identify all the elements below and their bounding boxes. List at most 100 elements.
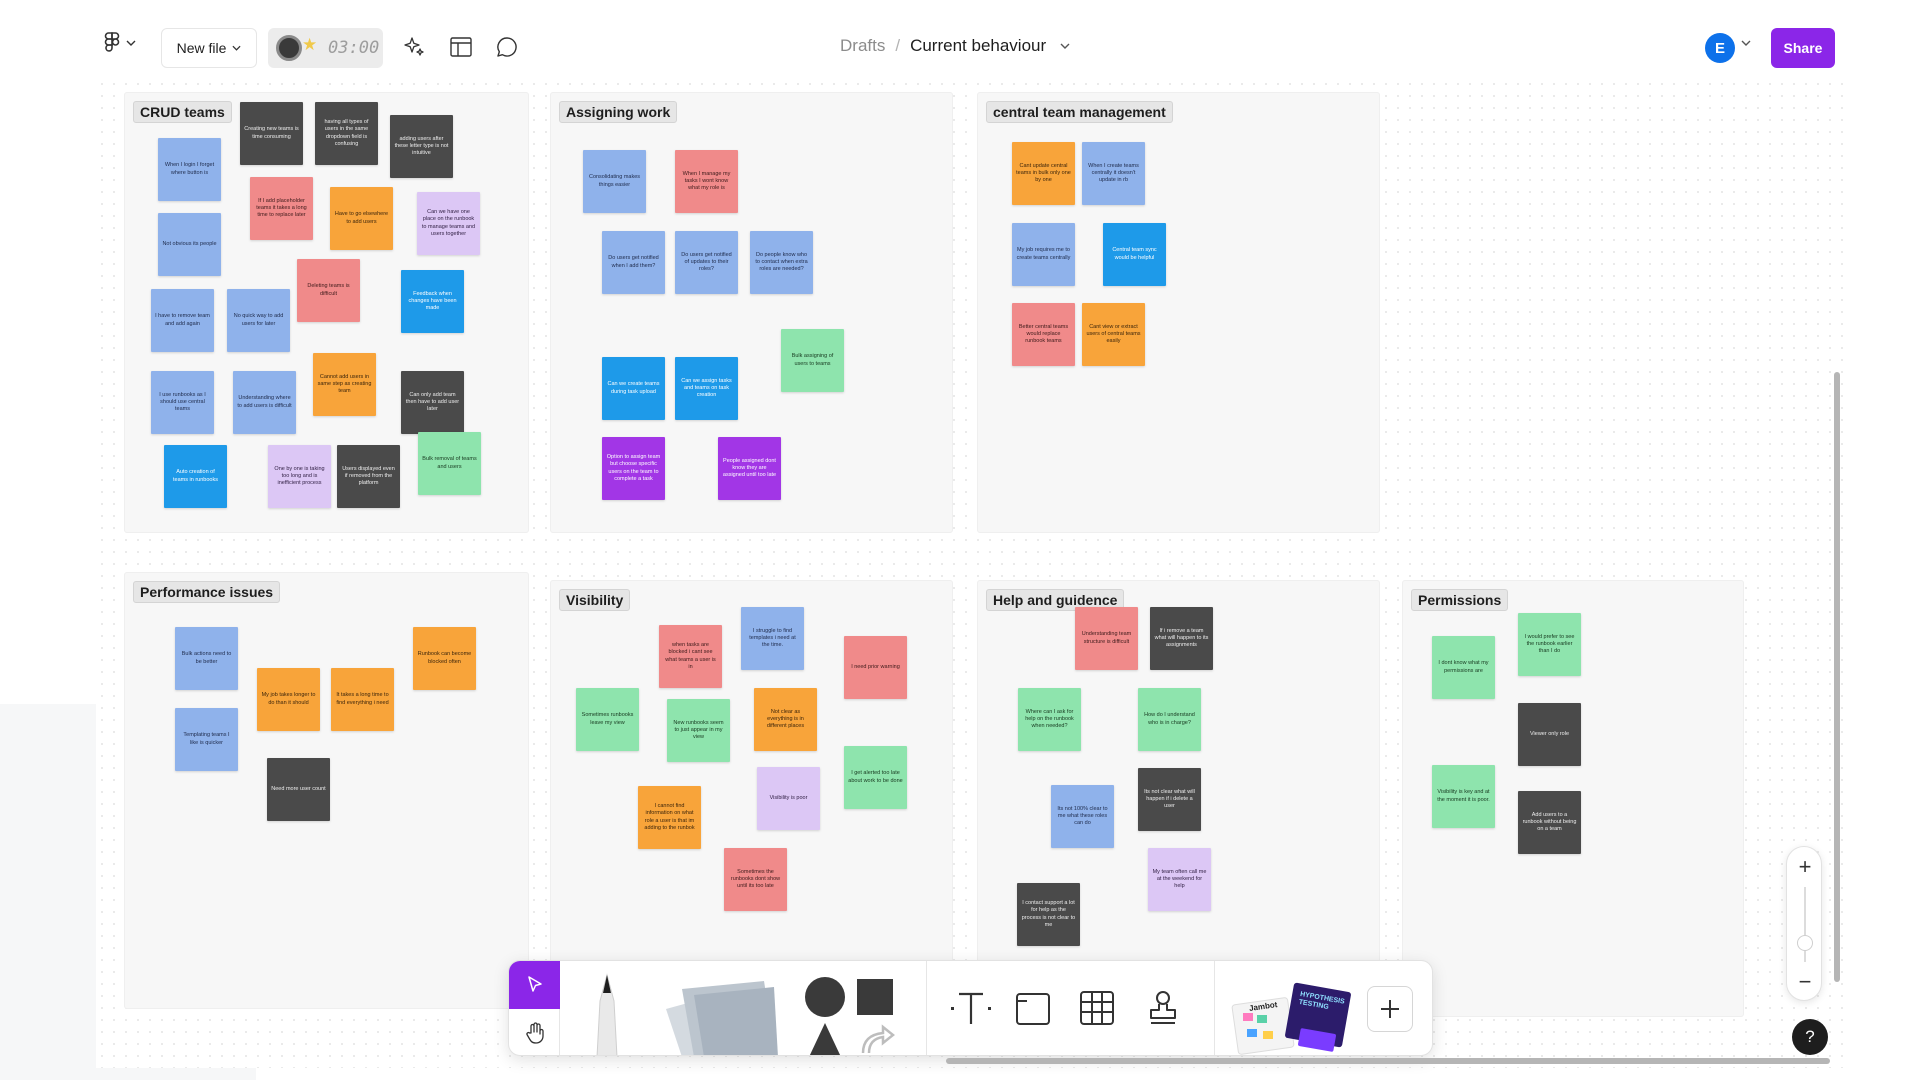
sticky-note[interactable]: When I manage my tasks I wont know what … (675, 150, 738, 213)
chevron-down-icon[interactable] (1741, 40, 1751, 46)
pen-tool-button[interactable] (587, 971, 627, 1055)
breadcrumb-drafts[interactable]: Drafts (840, 36, 886, 55)
section-title[interactable]: Visibility (559, 589, 631, 611)
sticky-note[interactable]: I struggle to find templates i need at t… (741, 607, 804, 670)
sticky-note[interactable]: Do users get notified of updates to thei… (675, 231, 738, 294)
sticky-note[interactable]: If i remove a team what will happen to i… (1150, 607, 1213, 670)
sticky-note[interactable]: Cant update central teams in bulk only o… (1012, 142, 1075, 205)
main-menu-button[interactable] (104, 32, 136, 54)
sticky-note[interactable]: Feedback when changes have been made (401, 270, 464, 333)
zoom-out-button[interactable]: − (1798, 969, 1812, 994)
horizontal-scrollbar[interactable] (946, 1058, 1830, 1064)
zoom-slider-track[interactable] (1804, 887, 1806, 962)
sticky-note[interactable]: I contact support a lot for help as the … (1017, 883, 1080, 946)
zoom-slider-handle[interactable] (1797, 935, 1813, 951)
sticky-note[interactable]: Viewer only role (1518, 703, 1581, 766)
sticky-note[interactable]: Auto creation of teams in runbooks (164, 445, 227, 508)
sticky-note[interactable]: Can only add team then have to add user … (401, 371, 464, 434)
sticky-note[interactable]: Consolidating makes things easier (583, 150, 646, 213)
sticky-note[interactable]: adding users after these letter type is … (390, 115, 453, 178)
sticky-note[interactable]: Better central teams would replace runbo… (1012, 303, 1075, 366)
chevron-down-icon[interactable] (1060, 43, 1070, 49)
sticky-note[interactable]: Deleting teams is difficult (297, 259, 360, 322)
whiteboard-canvas[interactable]: CRUD teams Creating new teams is time con… (96, 78, 1846, 1068)
table-tool-button[interactable] (1073, 984, 1121, 1032)
move-tool-button[interactable] (509, 961, 560, 1009)
comments-button[interactable] (494, 34, 520, 60)
sticky-note[interactable]: Option to assign team but choose specifi… (602, 437, 665, 500)
sticky-note-tool-button[interactable] (664, 979, 779, 1055)
sticky-note[interactable]: When I login I forget where button is (158, 138, 221, 201)
sticky-note[interactable]: My team often call me at the weekend for… (1148, 848, 1211, 911)
sticky-note[interactable]: My job takes longer to do than it should (257, 668, 320, 731)
file-title[interactable]: Current behaviour (910, 36, 1047, 55)
section-title[interactable]: Permissions (1411, 589, 1509, 611)
sticky-note[interactable]: Creating new teams is time consuming (240, 102, 303, 165)
section-title[interactable]: Help and guidence (986, 589, 1125, 611)
sticky-note[interactable]: having all types of users in the same dr… (315, 102, 378, 165)
timer-widget[interactable]: 03:00 (268, 28, 383, 68)
sticky-note[interactable]: Where can I ask for help on the runbook … (1018, 688, 1081, 751)
section-title[interactable]: CRUD teams (133, 101, 232, 123)
sticky-note[interactable]: My job requires me to create teams centr… (1012, 223, 1075, 286)
sticky-note[interactable]: I use runbooks as I should use central t… (151, 371, 214, 434)
sticky-note[interactable]: Have to go elsewhere to add users (330, 187, 393, 250)
help-button[interactable]: ? (1792, 1019, 1828, 1055)
sticky-note[interactable]: Its not 100% clear to me what these role… (1051, 785, 1114, 848)
avatar[interactable]: E (1705, 33, 1735, 63)
shape-tool-button[interactable] (803, 977, 903, 1055)
sticky-note[interactable]: When I create teams centrally it doesn't… (1082, 142, 1145, 205)
sticky-note[interactable]: No quick way to add users for later (227, 289, 290, 352)
sticky-note[interactable]: It takes a long time to find everything … (331, 668, 394, 731)
section-title[interactable]: central team management (986, 101, 1173, 123)
sticky-note[interactable]: Not clear as everything is in different … (754, 688, 817, 751)
sticky-note[interactable]: I dont know what my permissions are (1432, 636, 1495, 699)
sticky-note[interactable]: I would prefer to see the runbook earlie… (1518, 613, 1581, 676)
hand-tool-button[interactable] (509, 1009, 560, 1055)
sticky-note[interactable]: One by one is taking too long and is ine… (268, 445, 331, 508)
section-tool-button[interactable] (1009, 984, 1057, 1032)
sticky-note[interactable]: Cant view or extract users of central te… (1082, 303, 1145, 366)
sticky-note[interactable]: I have to remove team and add again (151, 289, 214, 352)
sticky-note[interactable]: Do people know who to contact when extra… (750, 231, 813, 294)
text-tool-button[interactable] (947, 984, 995, 1032)
sticky-note[interactable]: I need prior warning (844, 636, 907, 699)
stamp-tool-button[interactable] (1139, 984, 1187, 1032)
share-button[interactable]: Share (1771, 28, 1835, 68)
sticky-note[interactable]: Bulk removal of teams and users (418, 432, 481, 495)
section-title[interactable]: Assigning work (559, 101, 678, 123)
sticky-note[interactable]: Runbook can become blocked often (413, 627, 476, 690)
zoom-in-button[interactable]: + (1798, 854, 1812, 879)
sticky-note[interactable]: Sometimes runbooks leave my view (576, 688, 639, 751)
sticky-note[interactable]: Its not clear what will happen if i dele… (1138, 768, 1201, 831)
sticky-note[interactable]: Understanding team structure is difficul… (1075, 607, 1138, 670)
sticky-note[interactable]: Can we have one place on the runbook to … (417, 192, 480, 255)
sticky-note[interactable]: Templating teams I like is quicker (175, 708, 238, 771)
layout-button[interactable] (448, 34, 474, 60)
sticky-note[interactable]: Do users get notified when I add them? (602, 231, 665, 294)
sticky-note[interactable]: How do I understand who is in charge? (1138, 688, 1201, 751)
sticky-note[interactable]: when tasks are blocked i cant see what t… (659, 625, 722, 688)
sticky-note[interactable]: If I add placeholder teams it takes a lo… (250, 177, 313, 240)
sticky-note[interactable]: Central team sync would be helpful (1103, 223, 1166, 286)
sticky-note[interactable]: I cannot find information on what role a… (638, 786, 701, 849)
sticky-note[interactable]: Users displayed even if removed from the… (337, 445, 400, 508)
sticky-note[interactable]: Add users to a runbook without being on … (1518, 791, 1581, 854)
ai-sparkle-button[interactable] (401, 34, 427, 60)
sticky-note[interactable]: Can we create teams during task upload (602, 357, 665, 420)
sticky-note[interactable]: Bulk actions need to be better (175, 627, 238, 690)
more-tools-button[interactable] (1367, 986, 1413, 1032)
new-file-button[interactable]: New file (161, 28, 257, 68)
section-title[interactable]: Performance issues (133, 581, 281, 603)
sticky-note[interactable]: I get alerted too late about work to be … (844, 746, 907, 809)
sticky-note[interactable]: Sometimes the runbooks dont show until i… (724, 848, 787, 911)
sticky-note[interactable]: Visibility is poor (757, 767, 820, 830)
sticky-note[interactable]: Bulk assigning of users to teams (781, 329, 844, 392)
sticky-note[interactable]: People assigned dont know they are assig… (718, 437, 781, 500)
sticky-note[interactable]: New runbooks seem to just appear in my v… (667, 699, 730, 762)
vertical-scrollbar[interactable] (1834, 372, 1840, 982)
sticky-note[interactable]: Understanding where to add users is diff… (233, 371, 296, 434)
sticky-note[interactable]: Not obvious its people (158, 213, 221, 276)
sticky-note[interactable]: Cannot add users in same step as creatin… (313, 353, 376, 416)
sticky-note[interactable]: Need more user count (267, 758, 330, 821)
